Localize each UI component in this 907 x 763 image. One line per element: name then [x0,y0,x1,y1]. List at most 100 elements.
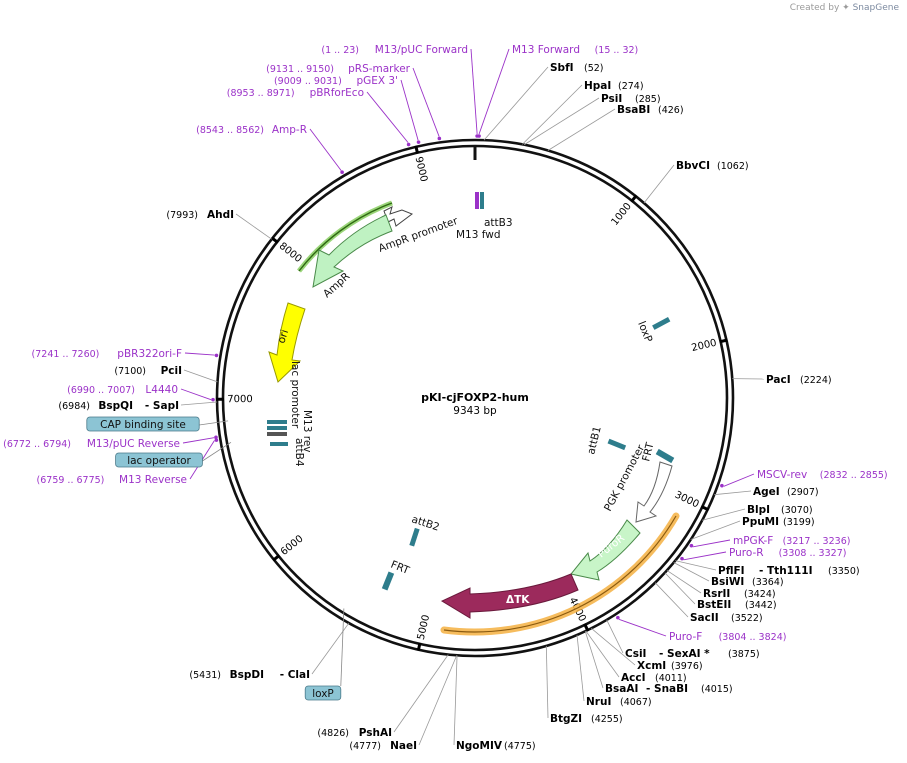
site-label-group: AgeI(2907) [753,486,819,498]
primer-site-mark [416,140,421,144]
primer-site-mark [406,142,411,147]
site-label-group: BsaBI(426) [617,104,684,116]
primer-leader [180,388,212,401]
primer-name: M13 Forward [512,44,580,56]
primer-name: Amp-R [272,124,307,136]
primer-leader [309,128,342,171]
site-name: BtgZI [550,713,582,725]
site-leader [393,654,449,733]
loxp-top-feature [652,317,671,330]
site-name: NruI [586,696,611,708]
site-name: BspDI [230,669,264,681]
primer-leader [412,67,440,137]
tick-label: 5000 [416,614,432,641]
site-position: (52) [584,63,604,74]
site-leader [180,401,218,406]
ori-label: ori [275,328,291,345]
primer-range: (8953 .. 8971) [227,88,295,99]
site-name: NgoMIV [456,740,503,752]
tag-leader [199,420,229,426]
site-name: PciI [161,365,182,377]
primer-leaders [180,48,755,637]
primer-range: (3308 .. 3327) [779,548,847,559]
pgk-promoter-arrow [635,461,673,523]
site-name: HpaI [584,80,611,92]
primer-label-group: M13/pUC Forward(1 .. 23) [321,44,468,56]
loxp-top-label: loxP [635,320,654,345]
primer-leader [693,539,731,548]
site-position: (4015) [701,684,733,695]
tick-mark [414,145,420,154]
site-label-group: PsiI(285) [601,93,661,105]
site-leader [673,562,710,582]
tag-box [115,452,203,468]
site-name: BsaBI [617,104,650,116]
site-name: BsiWI [711,576,744,588]
site-label-group: SacII (3522) [690,612,763,624]
primer-range: (1 .. 23) [321,45,359,56]
site-leader [418,655,458,746]
tick-mark [272,554,281,562]
attb2-feature [409,527,420,547]
primer-range: (9009 .. 9031) [274,76,342,87]
site-position: (3424) [744,589,776,600]
site-leader [591,627,636,666]
primer-leader [618,618,667,637]
primer-label-group: mPGK-F(3217 .. 3236) [733,535,850,547]
primer-range: (6990 .. 7007) [67,385,135,396]
primer-name: Puro-R [729,547,764,559]
primer-site-mark [214,435,218,440]
primer-leader [478,48,510,135]
site-leader [606,619,624,654]
orange-feature-arc-core [443,515,677,633]
primer-label-group: L4440(6990 .. 7007) [67,384,178,396]
attb3-label: attB3 [484,217,513,229]
lac-promoter-label: lac promoter [289,361,301,429]
frt-right-label: FRT [640,441,656,463]
ampr-highlight-core [298,202,393,272]
tick-mark [719,338,728,344]
tick-label: 9000 [413,156,430,183]
site-leader [675,560,717,571]
primer-label-group: M13 Reverse(6759 .. 6775) [37,474,187,486]
primer-name: pRS-marker [348,63,411,75]
primer-label-group: pGEX 3' (9009 .. 9031) [274,75,398,87]
m13-fwd-label: M13 fwd [456,229,501,241]
site-label-group: BsiWI(3364) [711,576,784,588]
site-name: NaeI [390,740,417,752]
primer-range: (6759 .. 6775) [37,475,105,486]
site-name: BspQI [98,400,133,412]
primer-range: (3217 .. 3236) [783,536,851,547]
site-position: (274) [618,81,644,92]
site-label-group: BstEII(3442) [697,599,777,611]
primer-name: M13/pUC Reverse [87,438,180,450]
tag-leader [202,441,232,462]
tick-mark [416,642,422,652]
primer-site-mark [680,556,684,561]
snapgene-credit: Created by ✦ SnapGene [790,3,899,13]
m13-rev-label: M13 rev [301,410,313,453]
primer-name: pBRforEco [310,87,364,99]
primer-label-group: Amp-R(8543 .. 8562) [196,124,307,136]
site-position: (4775) [504,741,536,752]
site-label-group: BbvCI(1062) [676,160,749,172]
dtk-label: ΔTK [506,594,530,606]
site-position: (5431) [189,670,221,681]
site-name: SacII [690,612,719,624]
site-label-group: PacI(2224) [766,374,832,386]
primer-name: pGEX 3' [356,75,398,87]
site-label-group: AccI(4011) [621,672,687,684]
site-position: (3350) [828,566,860,577]
site-position: (3522) [731,613,763,624]
site-name: PflFI [718,565,745,577]
site-position: (3976) [671,661,703,672]
site-name-alt: - ClaI [280,669,310,681]
site-name: RsrII [703,588,730,600]
site-position: (4255) [591,714,623,725]
site-label-group: XcmI(3976) [637,660,703,672]
site-leader [714,490,752,496]
site-leader [523,97,600,146]
snapgene-logo-icon: ✦ [842,3,850,13]
